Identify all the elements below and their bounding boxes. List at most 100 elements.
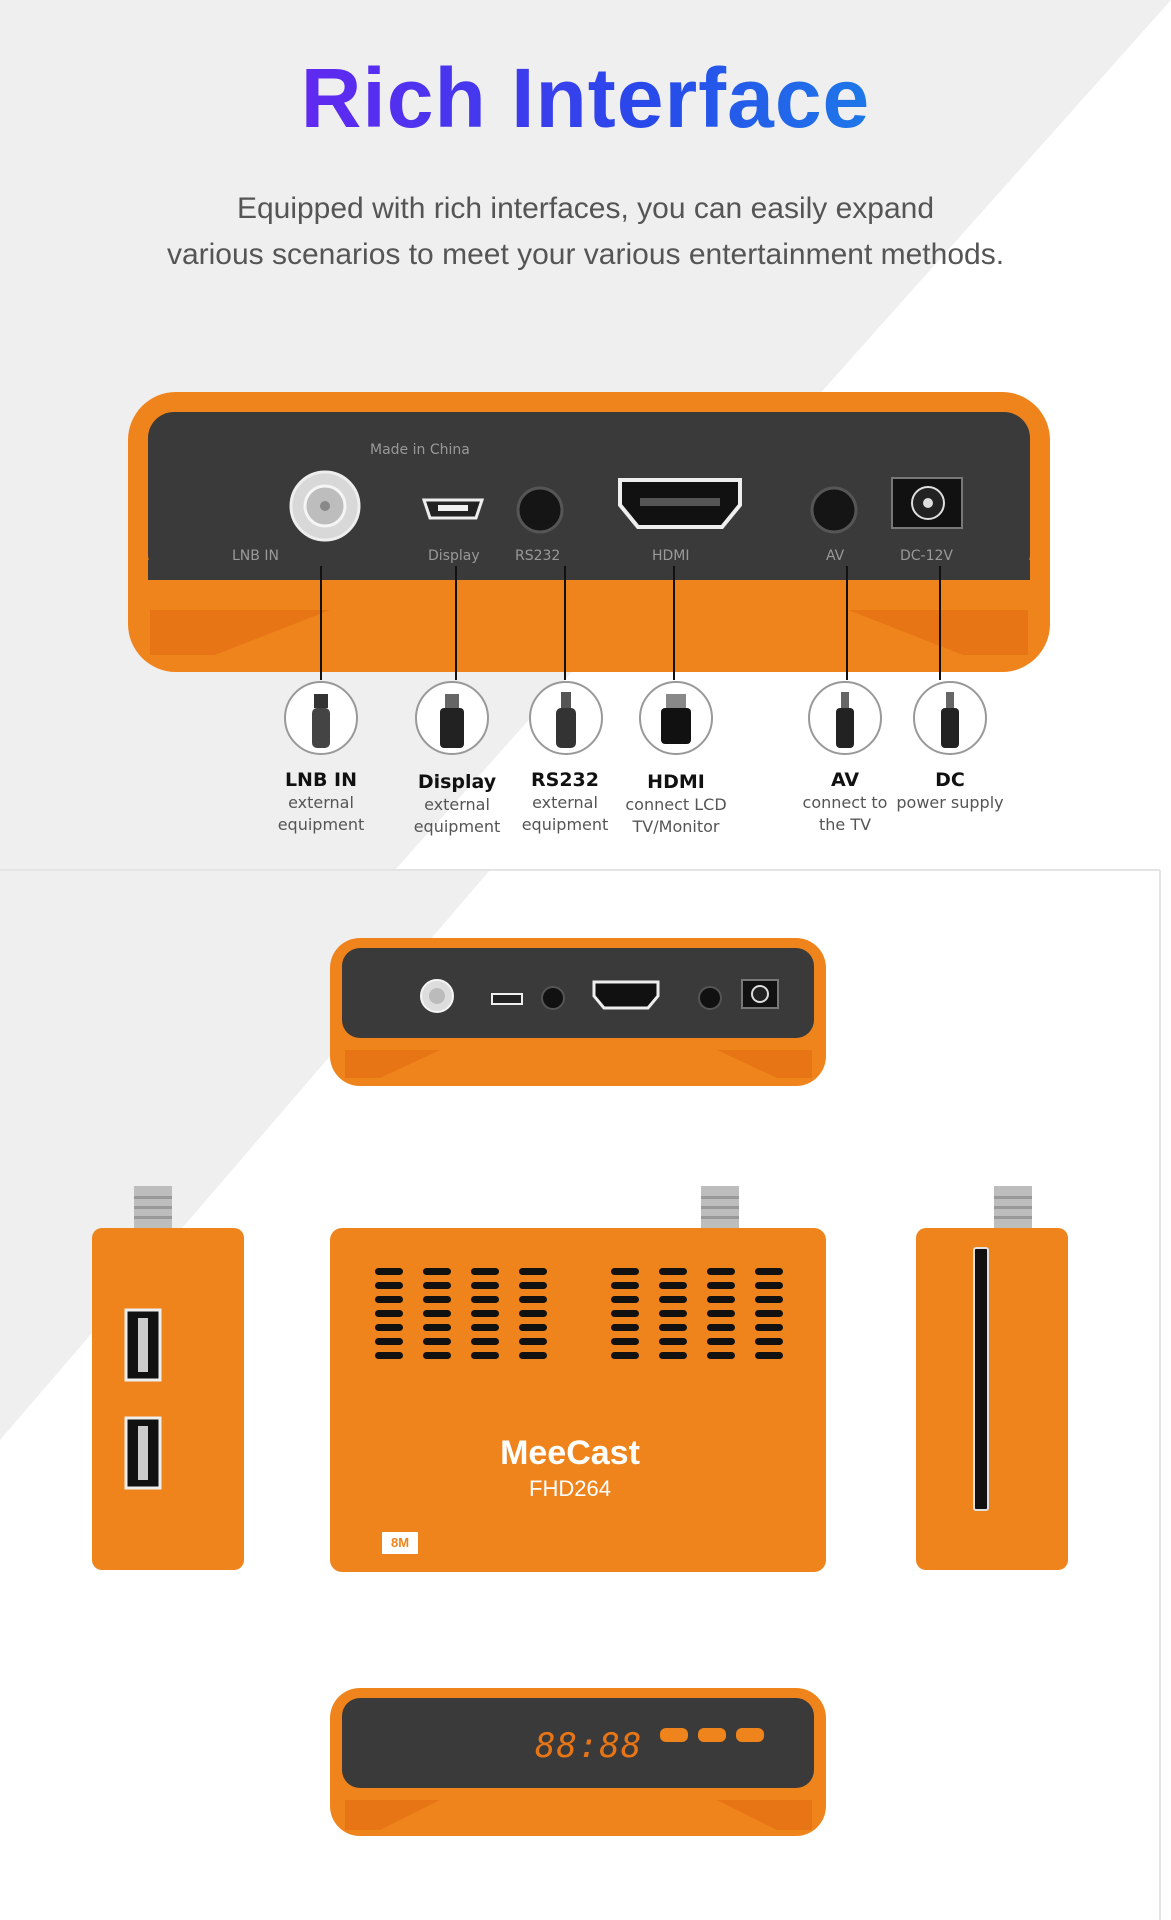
vent-slot (659, 1268, 687, 1275)
dc-plug-icon (913, 681, 987, 755)
vent-slot (611, 1268, 639, 1275)
rear-panel-large (128, 392, 1050, 672)
side-view-right (916, 1186, 1068, 1570)
badge-text: 8M (390, 1535, 410, 1550)
vent-slot (519, 1352, 547, 1359)
vent-slot (423, 1324, 451, 1331)
model-name: FHD264 (529, 1476, 611, 1501)
vent-slot (471, 1310, 499, 1317)
vent-slot (423, 1310, 451, 1317)
front-display: 88:88 (535, 1726, 643, 1766)
port-label-rs232: RS232 (515, 548, 561, 564)
port-label-av: AV (826, 548, 845, 564)
vent-slot (519, 1338, 547, 1345)
vent-slot (707, 1324, 735, 1331)
vent-slot (707, 1268, 735, 1275)
vent-slot (707, 1352, 735, 1359)
vent-slot (471, 1268, 499, 1275)
vent-slot (611, 1324, 639, 1331)
vent-slot (423, 1338, 451, 1345)
vent-grille (375, 1268, 783, 1359)
vent-slot (519, 1310, 547, 1317)
vent-slot (611, 1310, 639, 1317)
av-plug-icon (808, 681, 882, 755)
vent-slot (375, 1352, 403, 1359)
usb-port-icon (124, 1308, 162, 1382)
rear-panel-small (330, 938, 826, 1086)
vent-slot (659, 1338, 687, 1345)
vent-slot (423, 1296, 451, 1303)
av-port-icon (810, 486, 858, 534)
card-slot-icon (973, 1247, 989, 1511)
vent-slot (519, 1282, 547, 1289)
vent-slot (707, 1310, 735, 1317)
vent-slot (375, 1310, 403, 1317)
vent-slot (375, 1268, 403, 1275)
vent-slot (659, 1282, 687, 1289)
vent-slot (375, 1338, 403, 1345)
port-label-display: Display (428, 548, 480, 564)
vent-slot (471, 1282, 499, 1289)
lnb-port-icon (289, 470, 361, 542)
vent-slot (471, 1324, 499, 1331)
port-label-dc: DC-12V (900, 548, 953, 564)
vent-slot (611, 1296, 639, 1303)
vent-slot (707, 1338, 735, 1345)
usb-port-icon-2 (124, 1416, 162, 1490)
vent-slot (755, 1310, 783, 1317)
top-view (330, 1186, 826, 1572)
vent-slot (423, 1352, 451, 1359)
vent-slot (611, 1282, 639, 1289)
vent-slot (375, 1296, 403, 1303)
port-label-hdmi: HDMI (652, 548, 690, 564)
vent-slot (755, 1268, 783, 1275)
front-button-3 (736, 1728, 764, 1742)
connector-callouts (284, 566, 987, 755)
hdmi-port-icon (618, 478, 742, 529)
vent-slot (659, 1352, 687, 1359)
port-label-lnb: LNB IN (232, 548, 279, 564)
made-in-china-label: Made in China (370, 442, 470, 458)
badge-logo-icon (382, 1532, 418, 1554)
side-view-left (92, 1186, 244, 1570)
rs232-plug-icon (529, 681, 603, 755)
page-title: Rich Interface (0, 50, 1171, 147)
vent-slot (611, 1352, 639, 1359)
vent-slot (755, 1296, 783, 1303)
dc-port-icon (891, 477, 963, 529)
vent-slot (519, 1296, 547, 1303)
front-button-2 (698, 1728, 726, 1742)
vent-slot (707, 1282, 735, 1289)
vent-slot (707, 1296, 735, 1303)
vent-slot (471, 1296, 499, 1303)
vent-slot (659, 1296, 687, 1303)
vent-slot (659, 1310, 687, 1317)
vent-slot (755, 1352, 783, 1359)
front-button-1 (660, 1728, 688, 1742)
vent-slot (471, 1338, 499, 1345)
front-view (330, 1688, 826, 1836)
vent-slot (755, 1282, 783, 1289)
brand-name: MeeCast (500, 1434, 640, 1472)
vent-slot (755, 1338, 783, 1345)
vent-slot (375, 1282, 403, 1289)
vent-slot (375, 1324, 403, 1331)
display-port-icon (421, 498, 485, 520)
vent-slot (611, 1338, 639, 1345)
vent-slot (423, 1282, 451, 1289)
vent-slot (423, 1268, 451, 1275)
subtitle-line-1: Equipped with rich interfaces, you can e… (236, 192, 935, 225)
display-plug-icon (415, 681, 489, 755)
vent-slot (471, 1352, 499, 1359)
hdmi-plug-icon (639, 681, 713, 755)
rs232-port-icon (516, 486, 564, 534)
subtitle-line-2: various scenarios to meet your various e… (166, 238, 1005, 271)
vent-slot (519, 1268, 547, 1275)
